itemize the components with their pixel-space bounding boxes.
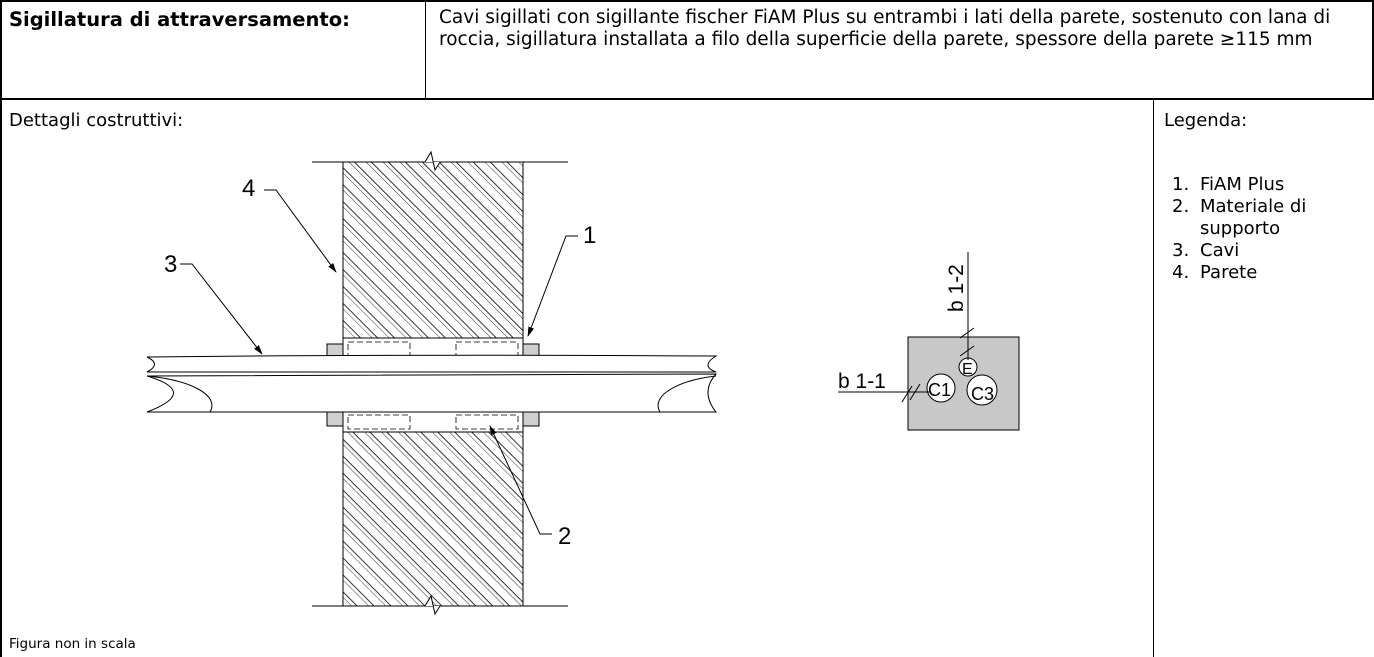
cross-section: C1 C3 E b 1-1 b 1-2 (838, 252, 1020, 431)
callout-leaders (180, 189, 578, 535)
legend-cell-divider (1153, 99, 1154, 657)
legend-item-text: Cavi (1200, 240, 1240, 261)
label-c3: C3 (971, 384, 994, 404)
header-description: Cavi sigillati con sigillante fischer Fi… (439, 7, 1331, 50)
legend-item-number: 1. (1172, 174, 1190, 195)
legend-item-number: 3. (1172, 240, 1190, 261)
legend-item: 1. FiAM Plus (1172, 174, 1360, 196)
callout-3: 3 (164, 251, 177, 278)
wall-lower (312, 431, 568, 616)
label-b12: b 1-2 (945, 264, 968, 312)
table-border-right (1372, 0, 1374, 100)
callout-4: 4 (242, 175, 255, 202)
header-cell-divider (425, 0, 426, 99)
legend-item-number: 4. (1172, 262, 1190, 283)
legend-item-number: 2. (1172, 196, 1190, 217)
label-c1: C1 (928, 380, 951, 400)
cable-bundle (146, 354, 718, 413)
legend-item: 3. Cavi (1172, 240, 1360, 262)
header-title: Sigillatura di attraversamento: (9, 8, 350, 31)
details-label: Dettagli costruttivi: (9, 110, 184, 131)
legend-item-text: Materiale di supporto (1200, 196, 1307, 239)
legend-item: 2. Materiale di supporto (1172, 196, 1360, 240)
cable-c1 (926, 373, 956, 403)
table-border-middle (0, 98, 1374, 100)
callout-numbers: 4 3 1 2 (164, 175, 596, 550)
callout-2: 2 (558, 523, 571, 550)
legend-item: 4. Parete (1172, 262, 1360, 284)
legend-item-text: FiAM Plus (1200, 174, 1285, 195)
cable-c3 (966, 374, 998, 406)
table-border-left (0, 0, 2, 657)
sealing-lower (326, 411, 540, 433)
label-e: E (962, 361, 973, 378)
table-border-top (0, 0, 1374, 2)
legend-title: Legenda: (1164, 110, 1248, 131)
callout-1: 1 (583, 222, 596, 249)
scale-note: Figura non in scala (9, 636, 136, 652)
legend-item-text: Parete (1200, 262, 1258, 283)
legend-list: 1. FiAM Plus 2. Materiale di supporto 3.… (1172, 174, 1360, 284)
wall-upper (312, 150, 568, 339)
label-b11: b 1-1 (838, 370, 886, 393)
sealing-upper (326, 337, 540, 359)
